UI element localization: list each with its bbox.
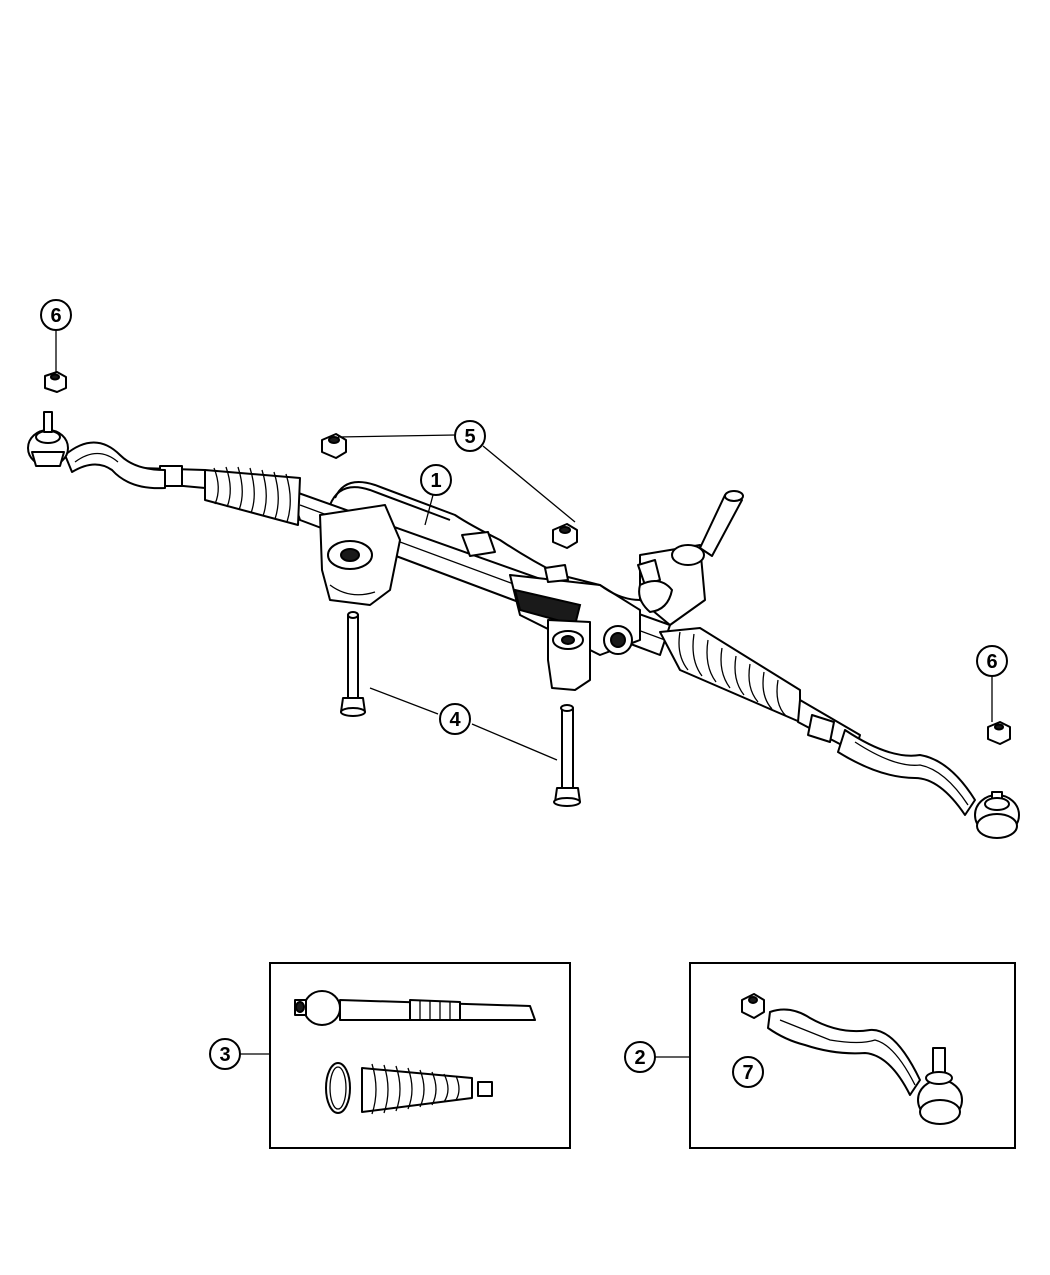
callout-5-label: 5 [464,426,475,448]
mounting-bolt-left [340,611,366,717]
inset-inner-tie-rod-kit [269,962,571,1149]
nut-5-lower [552,523,578,549]
pinion-shaft [637,490,744,626]
callout-7: 7 [732,1056,764,1088]
left-mount-bracket [319,504,401,606]
right-tie-rod [797,699,1020,839]
callout-2-label: 2 [634,1047,645,1069]
left-boot [204,466,301,526]
callout-1-label: 1 [430,470,441,492]
right-boot [659,627,801,723]
callout-3-label: 3 [219,1044,230,1066]
inset-outer-tie-rod-end [689,962,1016,1149]
callout-6-right-label: 6 [986,651,997,673]
motor-body [509,574,641,691]
callout-7-label: 7 [742,1062,753,1084]
steering-gear-assembly [27,411,1020,839]
nut-6-right [987,721,1011,745]
leader-lines [55,330,993,1058]
callout-6-left: 6 [40,299,72,331]
callout-4: 4 [439,703,471,735]
callout-3: 3 [209,1038,241,1070]
wire-harness [334,481,641,601]
callout-6-left-label: 6 [50,305,61,327]
mounting-bolt-right [553,704,581,807]
callout-5: 5 [454,420,486,452]
nut-6-left [44,371,67,393]
callout-1: 1 [420,464,452,496]
callout-4-label: 4 [449,709,461,731]
left-tie-rod [27,411,206,490]
callout-6-right: 6 [976,645,1008,677]
callout-2: 2 [624,1041,656,1073]
nut-5-upper [321,433,347,459]
